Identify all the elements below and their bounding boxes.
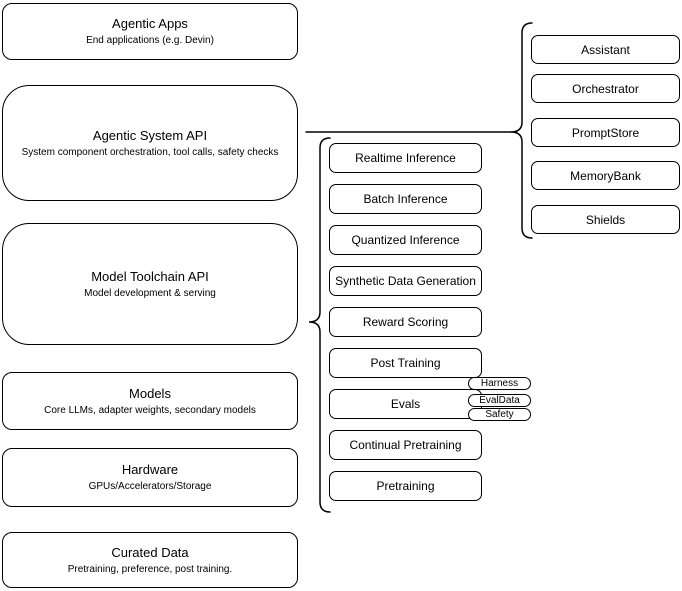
layer-title: Models bbox=[129, 385, 171, 401]
system-group-brace bbox=[510, 22, 533, 239]
layer-agentic-system-api: Agentic System API System component orch… bbox=[2, 85, 298, 201]
layer-title: Agentic System API bbox=[92, 127, 208, 143]
evals-pill-evaldata: EvalData bbox=[468, 394, 531, 407]
evals-pill-safety: Safety bbox=[468, 408, 531, 421]
layer-subtitle: Pretraining, preference, post training. bbox=[67, 563, 233, 575]
layer-title: Curated Data bbox=[111, 544, 189, 560]
layer-title: Hardware bbox=[121, 462, 179, 477]
toolchain-node-reward-scoring: Reward Scoring bbox=[329, 307, 482, 337]
toolchain-node-realtime-inference: Realtime Inference bbox=[329, 143, 482, 173]
toolchain-node-evals: Evals bbox=[329, 389, 482, 419]
layer-subtitle: Core LLMs, adapter weights, secondary mo… bbox=[44, 404, 256, 416]
system-node-shields: Shields bbox=[531, 205, 680, 234]
layer-agentic-apps: Agentic Apps End applications (e.g. Devi… bbox=[2, 3, 298, 60]
toolchain-node-continual-pretraining: Continual Pretraining bbox=[329, 430, 482, 460]
layer-subtitle: End applications (e.g. Devin) bbox=[86, 35, 214, 46]
evals-pill-harness: Harness bbox=[468, 377, 531, 390]
layer-subtitle: System component orchestration, tool cal… bbox=[21, 146, 279, 158]
system-node-promptstore: PromptStore bbox=[531, 118, 680, 147]
layer-model-toolchain-api: Model Toolchain API Model development & … bbox=[2, 223, 298, 345]
system-node-assistant: Assistant bbox=[531, 35, 680, 64]
toolchain-group-brace bbox=[308, 137, 331, 513]
layer-title: Agentic Apps bbox=[112, 16, 188, 31]
system-node-orchestrator: Orchestrator bbox=[531, 74, 680, 103]
toolchain-node-batch-inference: Batch Inference bbox=[329, 184, 482, 214]
layer-title: Model Toolchain API bbox=[91, 268, 209, 284]
toolchain-node-post-training: Post Training bbox=[329, 348, 482, 378]
toolchain-node-quantized-inference: Quantized Inference bbox=[329, 225, 482, 255]
layer-subtitle: GPUs/Accelerators/Storage bbox=[88, 481, 212, 492]
layer-curated-data: Curated Data Pretraining, preference, po… bbox=[2, 532, 298, 588]
layer-hardware: Hardware GPUs/Accelerators/Storage bbox=[2, 448, 298, 507]
toolchain-node-synthetic-data-generation: Synthetic Data Generation bbox=[329, 266, 482, 296]
layer-models: Models Core LLMs, adapter weights, secon… bbox=[2, 372, 298, 430]
system-node-memorybank: MemoryBank bbox=[531, 161, 680, 190]
layer-subtitle: Model development & serving bbox=[84, 287, 216, 299]
toolchain-node-pretraining: Pretraining bbox=[329, 471, 482, 501]
